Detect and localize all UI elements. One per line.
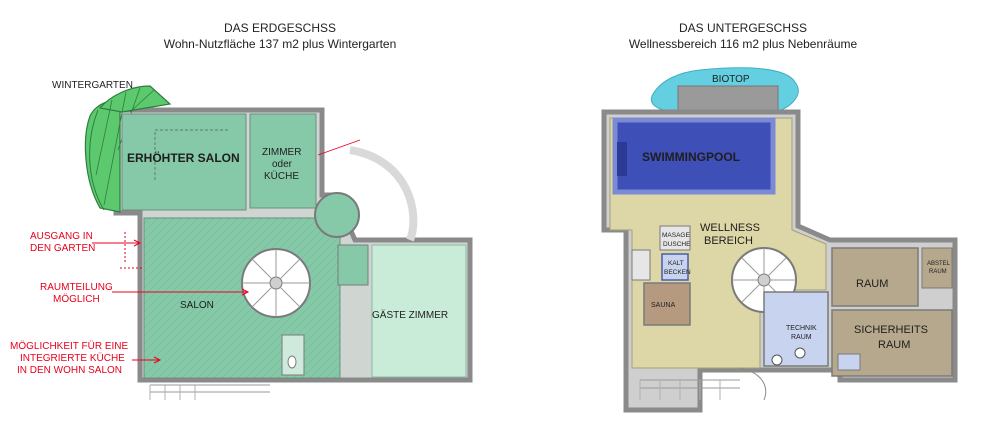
- round-hall: [314, 192, 360, 238]
- swimmingpool: [612, 117, 776, 195]
- left-plan-subtitle: Wohn-Nutzfläche 137 m2 plus Wintergarten: [163, 37, 397, 51]
- kueche-line-1: MÖGLICHKEIT FÜR EINE: [10, 340, 128, 352]
- gaeste-zimmer-room: [371, 244, 467, 378]
- technik-label-1: TECHNIK: [786, 325, 817, 332]
- raumteilung-line-2: MÖGLICH: [53, 293, 100, 305]
- zimmer-label-2: oder: [272, 159, 293, 170]
- kalt-label-2: BECKEN: [664, 269, 691, 276]
- left-floor-plan: WINTERGARTEN ERHÖHTER SALON ZIMMER oder …: [10, 80, 473, 400]
- ausgang-line-1: AUSGANG IN: [30, 231, 93, 242]
- right-plan-subtitle: Wellnessbereich 116 m2 plus Nebenräume: [628, 37, 858, 51]
- left-plan-header: DAS ERDGESCHSS Wohn-Nutzfläche 137 m2 pl…: [130, 20, 430, 52]
- technik-label-2: RAUM: [791, 334, 812, 341]
- abstell-label-1: ABSTEL: [927, 261, 951, 267]
- right-plan-header: DAS UNTERGESCHSS Wellnessbereich 116 m2 …: [593, 20, 893, 52]
- wintergarten-room: WINTERGARTEN: [52, 80, 172, 213]
- left-wc: [281, 334, 305, 376]
- wellness-label-2: BEREICH: [704, 235, 753, 247]
- zimmer-room: [249, 113, 317, 209]
- masage-dusche-room: [659, 225, 691, 251]
- ausgang-line-2: DEN GARTEN: [30, 243, 95, 254]
- raum-room: [831, 247, 919, 307]
- raumteilung-line-1: RAUMTEILUNG: [40, 282, 113, 293]
- sauna-room: [643, 282, 691, 326]
- erhoehter-salon-label: ERHÖHTER SALON: [127, 150, 240, 165]
- salon-label: SALON: [180, 300, 214, 311]
- masage-label-2: DUSCHE: [663, 241, 691, 248]
- right-plan-title: DAS UNTERGESCHSS: [678, 21, 808, 35]
- sauna-label: SAUNA: [651, 302, 675, 309]
- zimmer-label-1: ZIMMER: [262, 147, 301, 158]
- sicherheits-label-2: RAUM: [878, 339, 910, 351]
- masage-label-1: MASAGE: [662, 232, 690, 239]
- right-floor-plan: BIOTOP SWIMMINGPOOL WELLNESS BEREICH MAS…: [601, 67, 958, 413]
- zimmer-label-3: KÜCHE: [264, 170, 299, 182]
- kalt-becken-room: [661, 253, 689, 281]
- kalt-label-1: KALT: [668, 260, 684, 267]
- kueche-line-3: IN DEN WOHN SALON: [17, 365, 122, 376]
- gaeste-zimmer-label: GÄSTE ZIMMER: [372, 309, 448, 321]
- biotop-label: BIOTOP: [712, 74, 750, 85]
- swimmingpool-label: SWIMMINGPOOL: [642, 150, 740, 164]
- left-annotations: AUSGANG IN DEN GARTEN RAUMTEILUNG MÖGLIC…: [10, 139, 361, 376]
- kueche-line-2: INTEGRIERTE KÜCHE: [20, 352, 125, 364]
- abstell-label-2: RAUM: [929, 269, 947, 275]
- sicherheits-label-1: SICHERHEITS: [854, 324, 928, 336]
- raum-label: RAUM: [856, 278, 888, 290]
- wellness-label-1: WELLNESS: [700, 222, 760, 234]
- wintergarten-label: WINTERGARTEN: [52, 80, 133, 91]
- left-spiral-staircase: [241, 248, 311, 318]
- left-plan-title: DAS ERDGESCHSS: [223, 21, 337, 35]
- abstell-raum-room: [921, 247, 953, 289]
